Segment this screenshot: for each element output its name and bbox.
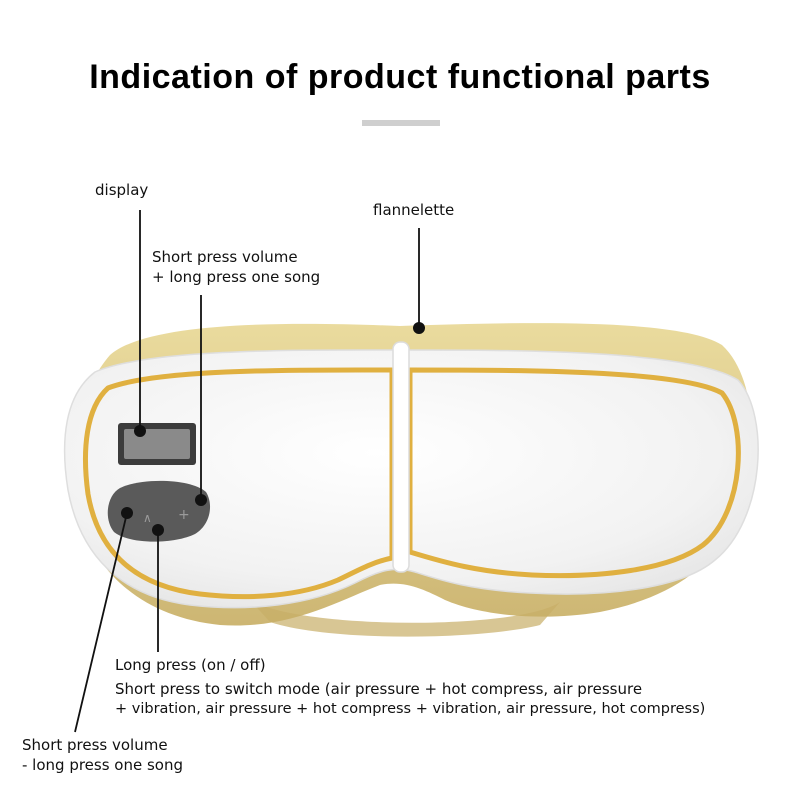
display-label: display: [95, 181, 149, 199]
svg-text:∧: ∧: [143, 511, 152, 525]
volume-up-dot: [195, 494, 207, 506]
flannelette-dot: [413, 322, 425, 334]
power-dot: [152, 524, 164, 536]
callout-dots: [121, 322, 425, 536]
lcd-display: [118, 423, 196, 465]
white-shell: [63, 341, 759, 609]
volume-up-label-line2: + long press one song: [152, 268, 321, 286]
volume-down-dot: [121, 507, 133, 519]
volume-down-label-line1: Short press volume: [22, 736, 168, 754]
title-underline: [362, 120, 440, 126]
power-label-line3: + vibration, air pressure + hot compress…: [115, 701, 706, 717]
svg-text:+: +: [178, 507, 190, 523]
display-dot: [134, 425, 146, 437]
power-label-line1: Long press (on / off): [115, 656, 266, 674]
power-label-line2: Short press to switch mode (air pressure…: [115, 680, 643, 698]
flannelette-label: flannelette: [373, 201, 455, 219]
volume-up-label-line1: Short press volume: [152, 248, 298, 266]
page-title: Indication of product functional parts: [89, 58, 711, 96]
callout-lines: [74, 210, 420, 733]
control-buttons: + ∧: [107, 480, 211, 542]
volume-down-label-line2: - long press one song: [22, 756, 184, 774]
